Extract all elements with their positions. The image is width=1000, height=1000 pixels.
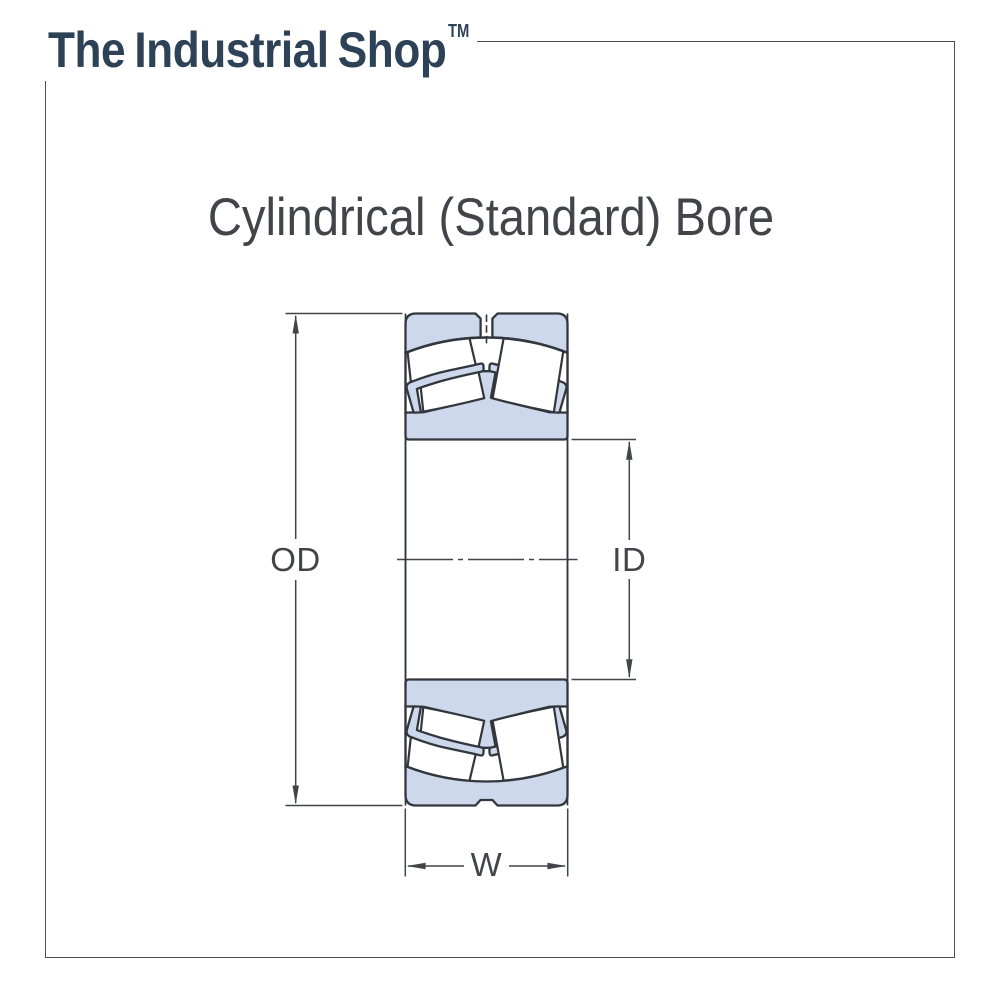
logo-trademark: TM <box>448 19 470 41</box>
w-label: W <box>471 846 503 883</box>
dimension-w: W <box>404 808 569 883</box>
logo-brand-text: The Industrial Shop <box>48 22 447 78</box>
dimension-od: OD <box>270 312 403 807</box>
diagram-title: Cylindrical (Standard) Bore <box>207 188 775 247</box>
dimension-id: ID <box>571 438 646 681</box>
od-label: OD <box>270 541 321 578</box>
page-border-frame <box>45 41 955 958</box>
id-label: ID <box>612 541 646 578</box>
